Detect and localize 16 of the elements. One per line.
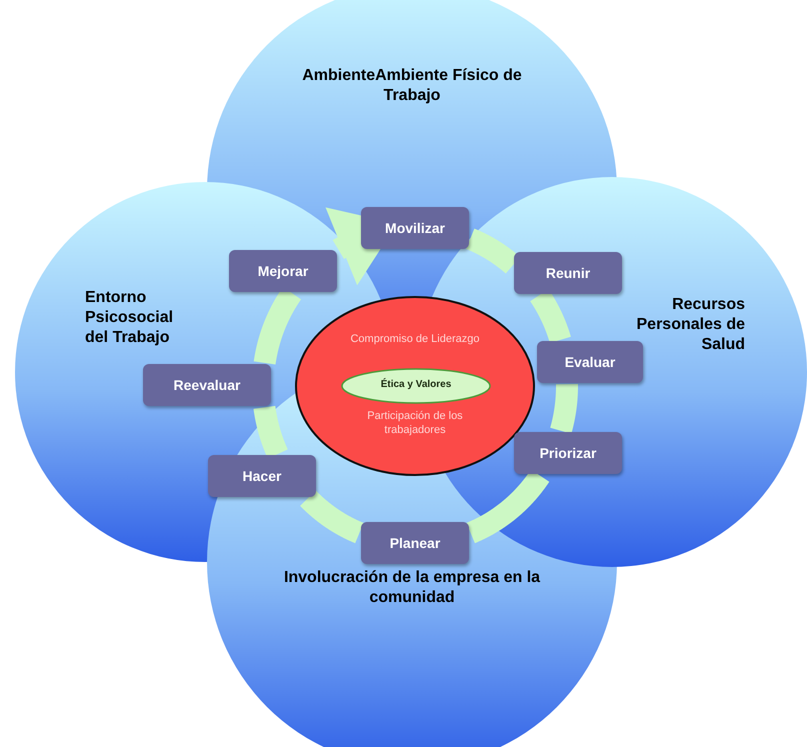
ellipse-label: Ética y Valores	[380, 379, 452, 390]
inner-ellipse	[341, 368, 491, 404]
ellipse-label: Participación de los trabajadores	[366, 409, 464, 437]
region-label: Entorno Psicosocial del Trabajo	[85, 288, 174, 348]
step-box: Priorizar	[514, 432, 622, 474]
center-ellipse	[295, 296, 535, 476]
step-box: Movilizar	[361, 207, 469, 249]
ellipse-label: Compromiso de Liderazgo	[349, 332, 480, 346]
step-box: Evaluar	[537, 341, 643, 383]
step-box: Reunir	[514, 252, 622, 294]
step-box: Planear	[361, 522, 469, 564]
region-label: Involucración de la empresa en la comunidad	[282, 568, 542, 608]
step-box: Reevaluar	[143, 364, 271, 406]
region-label: AmbienteAmbiente Físico de Trabajo	[301, 66, 523, 106]
step-box: Hacer	[208, 455, 316, 497]
step-box: Mejorar	[229, 250, 337, 292]
